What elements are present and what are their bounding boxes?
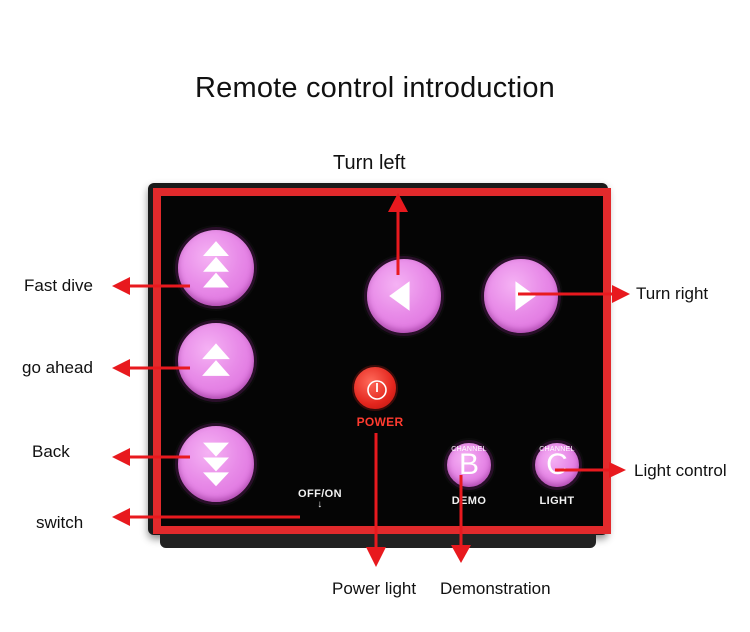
demo-button[interactable]: CHANNEL B <box>444 440 494 490</box>
light-button[interactable]: CHANNEL C <box>532 440 582 490</box>
power-light-label: Power light <box>332 579 417 598</box>
power-icon <box>367 380 387 400</box>
light-button-letter: C <box>546 448 568 481</box>
page-title: Remote control introduction <box>194 72 556 104</box>
turn-left-button[interactable] <box>364 256 444 336</box>
back-label: Back <box>32 442 70 461</box>
back-button[interactable] <box>175 423 257 505</box>
left-triangle-icon <box>389 281 410 311</box>
turn-right-button[interactable] <box>481 256 561 336</box>
double-up-triangle-icon <box>202 343 230 376</box>
demo-button-letter: B <box>458 448 479 481</box>
light-label: LIGHT <box>539 495 575 507</box>
fast-dive-button[interactable] <box>175 227 257 309</box>
turn-left-label: Turn left <box>333 152 406 174</box>
triple-up-triangle-icon <box>203 241 229 288</box>
go-ahead-button[interactable] <box>175 320 257 402</box>
light-control-label: Light control <box>634 461 727 480</box>
power-label: POWER <box>356 415 404 429</box>
demo-label: DEMO <box>451 495 487 507</box>
channel-label: CHANNEL <box>451 446 487 453</box>
fast-dive-label: Fast dive <box>24 276 93 295</box>
remote-base <box>160 530 596 548</box>
demonstration-label: Demonstration <box>440 579 551 598</box>
switch-label: OFF/ON <box>298 488 342 500</box>
power-button[interactable] <box>352 365 398 411</box>
switch-callout-label: switch <box>36 513 84 532</box>
triple-down-triangle-icon <box>203 442 229 487</box>
channel-label: CHANNEL <box>539 446 575 453</box>
turn-right-label: Turn right <box>636 284 709 303</box>
switch-arrow-icon: ↓ <box>317 499 323 510</box>
right-triangle-icon <box>515 281 536 311</box>
go-ahead-label: go ahead <box>22 358 93 377</box>
